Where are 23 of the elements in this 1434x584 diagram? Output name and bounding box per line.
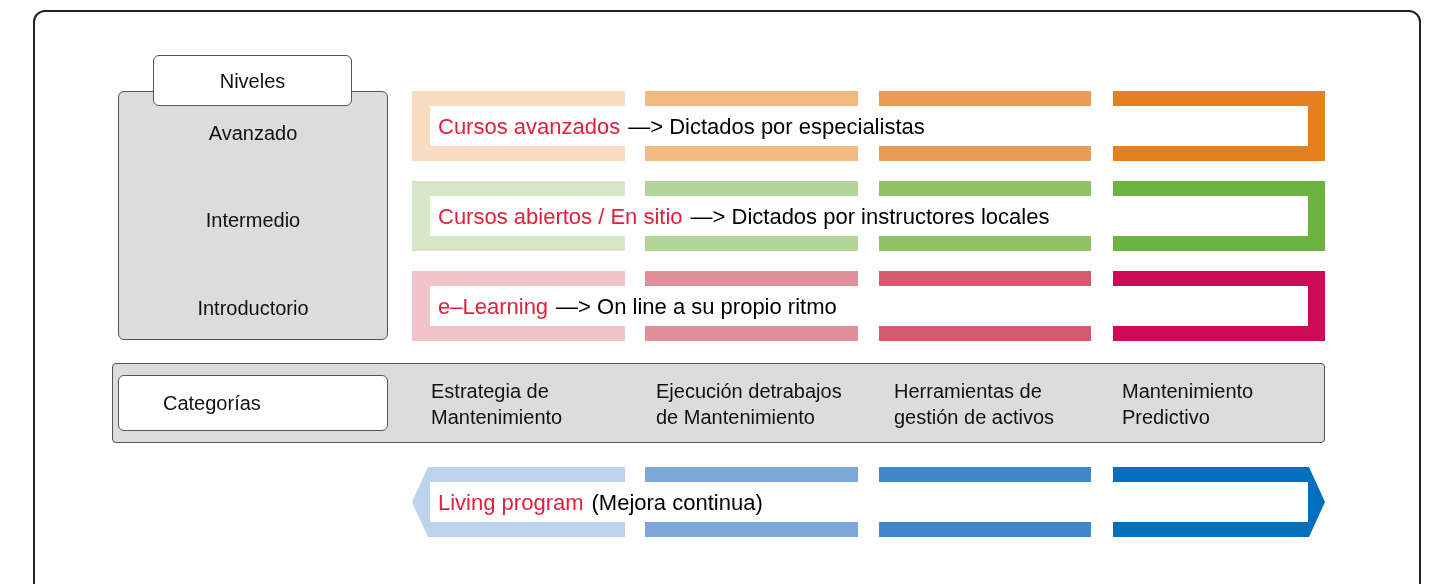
program-description: (Mejora continua): [591, 488, 763, 517]
levels-panel: [118, 91, 388, 340]
category-label: Ejecución detrabajos de Mantenimiento: [656, 379, 843, 430]
program-name: e–Learning: [438, 292, 549, 321]
category-label: Herramientas de gestión de activos: [894, 379, 1056, 430]
program-description: —> Dictados por instructores locales: [690, 202, 1050, 231]
program-band: [412, 181, 1325, 251]
program-name: Cursos abiertos / En sitio: [438, 202, 683, 231]
categories-band: [112, 363, 1325, 443]
program-description: —> Dictados por especialistas: [628, 112, 925, 141]
category-label: Mantenimiento Predictivo: [1122, 379, 1255, 430]
program-band: [412, 271, 1325, 341]
program-description: —> On line a su propio ritmo: [556, 292, 837, 321]
level-label: Introductorio: [196, 296, 310, 321]
program-name: Living program: [438, 488, 584, 517]
level-label: Avanzado: [207, 121, 299, 146]
program-band: [412, 91, 1325, 161]
level-label: Intermedio: [204, 208, 302, 233]
program-band: [412, 467, 1325, 537]
levels-tab: Niveles: [153, 55, 352, 106]
categories-tab: Categorías: [118, 375, 388, 431]
category-label: Estrategia de Mantenimiento: [431, 379, 564, 430]
program-name: Cursos avanzados: [438, 112, 621, 141]
